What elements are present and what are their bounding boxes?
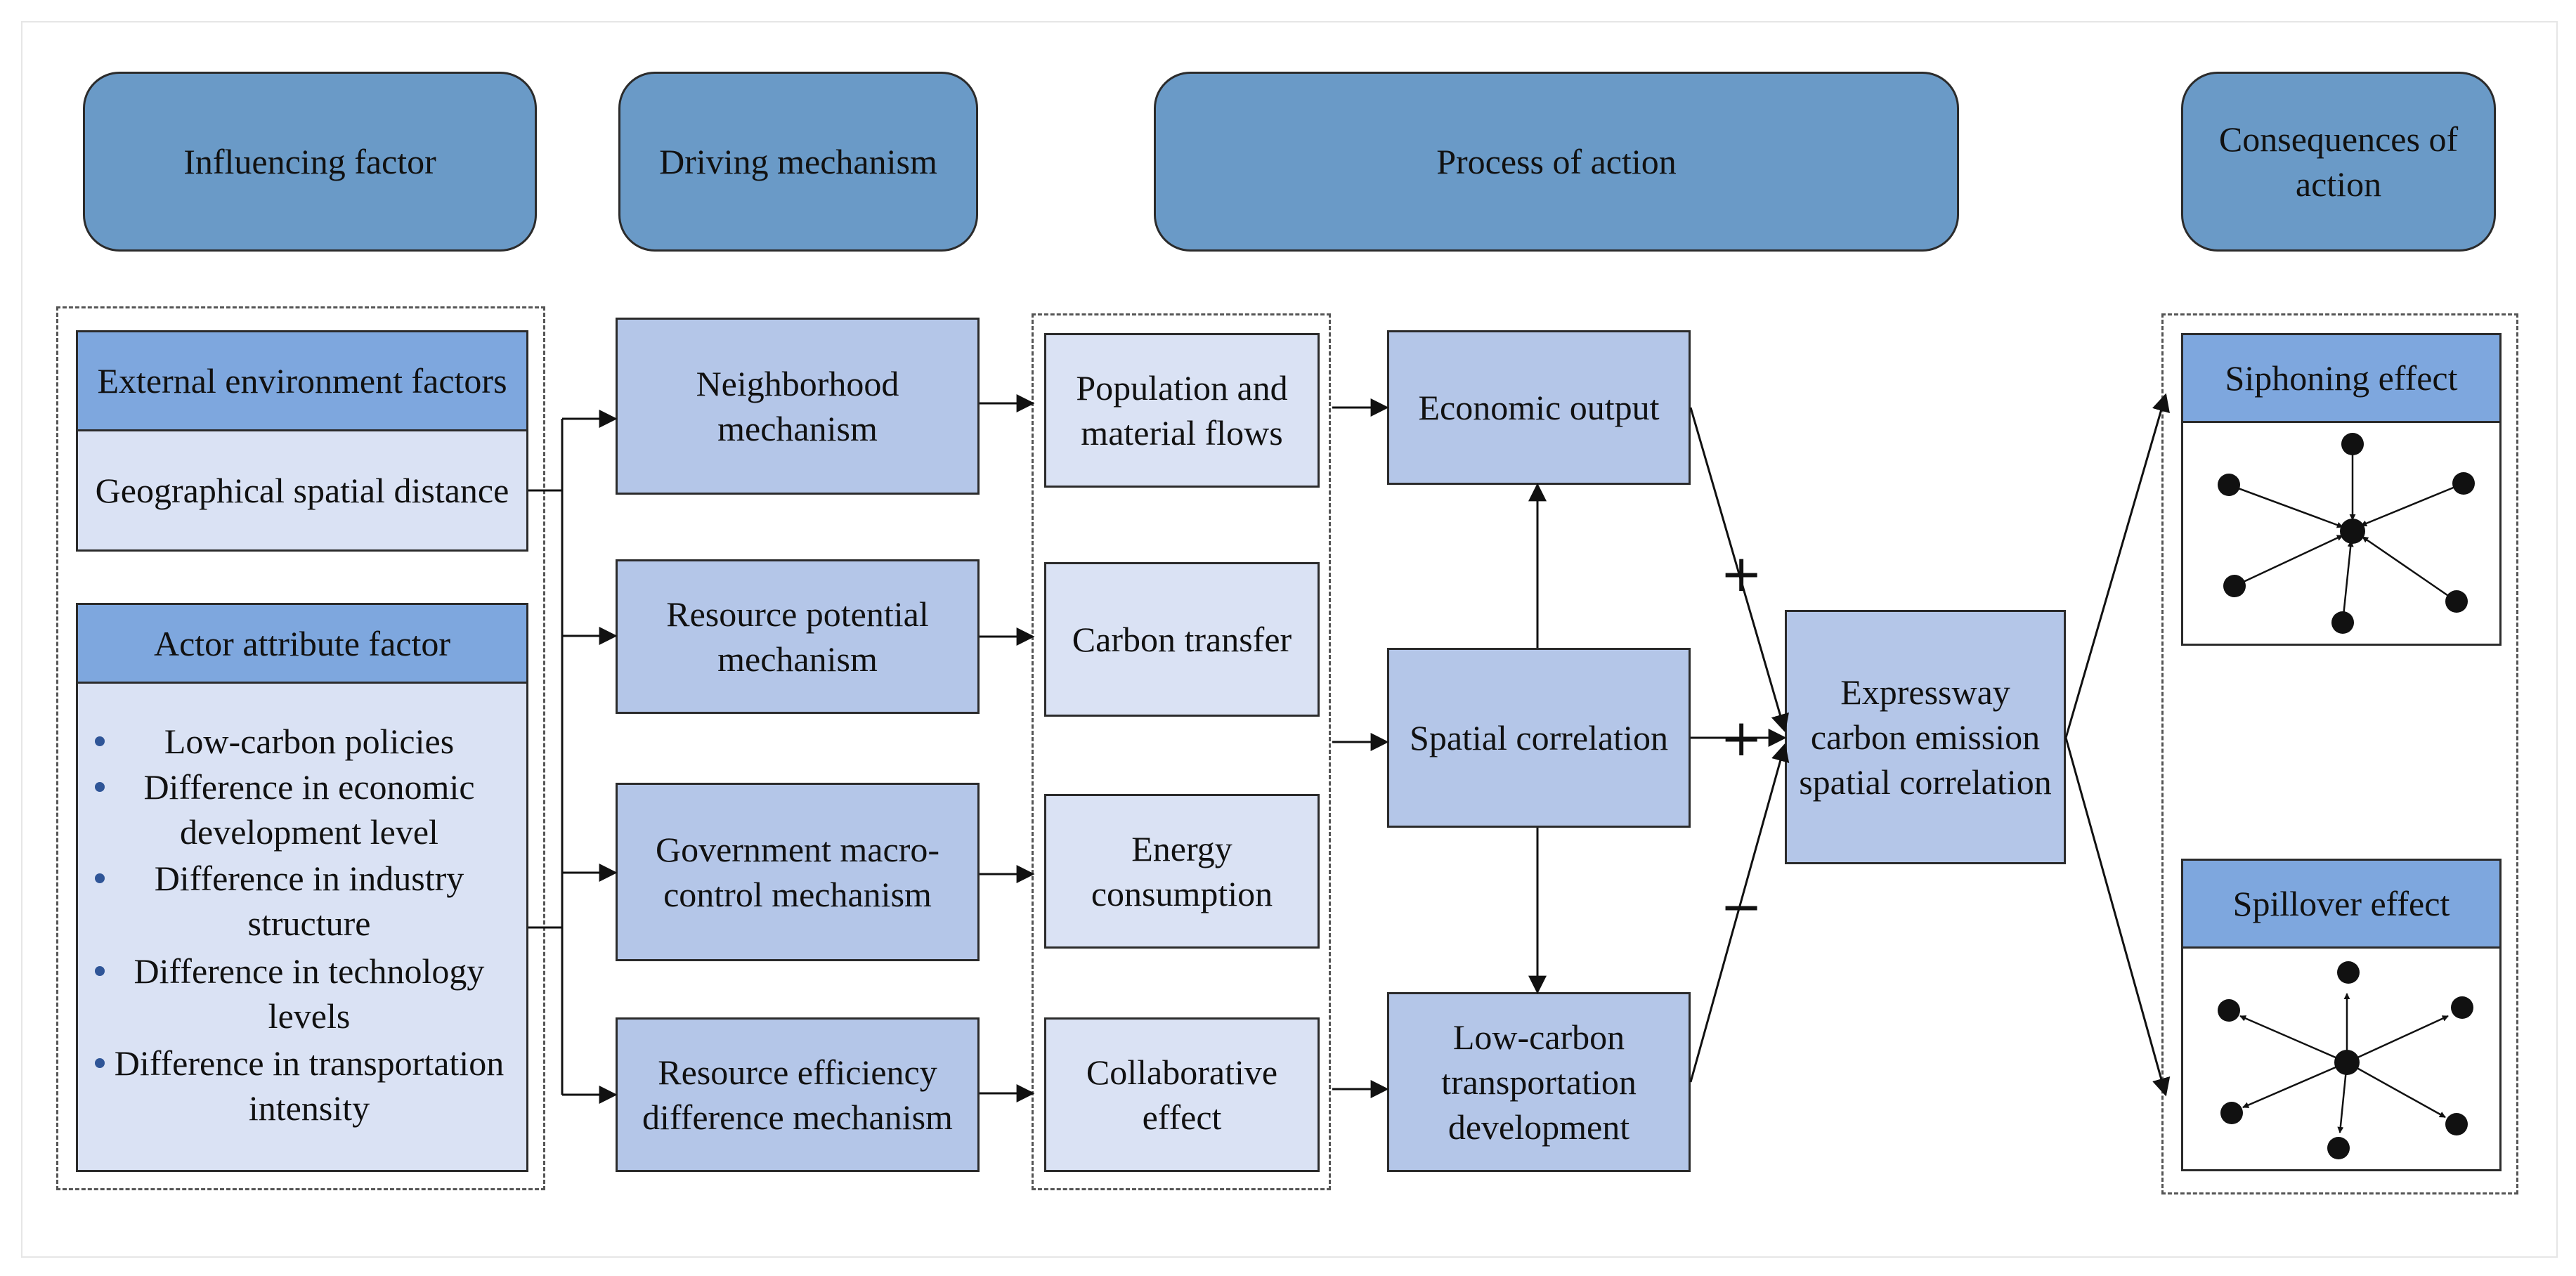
header-driving-mechanism: Driving mechanism: [618, 72, 978, 252]
mechanism-resource-potential: Resource potential mechanism: [616, 559, 980, 714]
list-item-text: Difference in technology levels: [134, 951, 485, 1036]
process-economic-output-label: Economic output: [1418, 388, 1660, 427]
spillover-effect-panel: [2181, 946, 2502, 1171]
plus-sign-spatial: +: [1720, 708, 1763, 767]
actor-attribute-title: Actor attribute factor: [76, 603, 528, 684]
siphoning-effect-label: Siphoning effect: [2225, 358, 2458, 398]
plus-sign-economic: +: [1720, 544, 1763, 603]
process-economic-output: Economic output: [1387, 330, 1691, 485]
flow-group: [1032, 313, 1331, 1190]
siphoning-effect-title: Siphoning effect: [2181, 333, 2502, 423]
mechanism-resource-potential-label: Resource potential mechanism: [666, 594, 929, 679]
process-low-carbon-transport: Low-carbon transportation development: [1387, 992, 1691, 1172]
geographical-distance-label: Geographical spatial distance: [95, 471, 509, 510]
header-consequences-of-action-label: Consequences of action: [2218, 119, 2459, 204]
external-factors-title: External environment factors: [76, 330, 528, 431]
mechanism-resource-efficiency: Resource efficiency difference mechanism: [616, 1017, 980, 1172]
diagram-frame: [21, 21, 2558, 1258]
list-item-text: Low-carbon policies: [164, 722, 455, 761]
actor-attribute-title-label: Actor attribute factor: [153, 624, 451, 663]
siphoning-effect-panel: [2181, 421, 2502, 646]
bullet-icon: [95, 1058, 105, 1068]
factor-group: [56, 306, 545, 1190]
flow-population-material-label: Population and material flows: [1076, 368, 1288, 453]
header-influencing-factor: Influencing factor: [83, 72, 537, 252]
list-item-text: Difference in economic development level: [143, 767, 475, 852]
external-factors-title-label: External environment factors: [97, 361, 507, 401]
list-item: Difference in technology levels: [78, 949, 526, 1039]
mechanism-government-macro-control: Government macro-control mechanism: [616, 783, 980, 961]
flow-carbon-transfer: Carbon transfer: [1044, 562, 1320, 717]
list-item: Difference in transportation intensity: [78, 1041, 526, 1131]
header-influencing-factor-label: Influencing factor: [183, 142, 436, 181]
result-label: Expressway carbon emission spatial corre…: [1799, 672, 2052, 802]
mechanism-government-label: Government macro-control mechanism: [655, 830, 939, 914]
header-process-of-action: Process of action: [1154, 72, 1959, 252]
list-item: Difference in industry structure: [78, 856, 526, 946]
list-item: Low-carbon policies: [78, 719, 526, 764]
spillover-effect-label: Spillover effect: [2232, 884, 2450, 923]
mechanism-neighborhood-label: Neighborhood mechanism: [696, 364, 899, 448]
mechanism-resource-efficiency-label: Resource efficiency difference mechanism: [642, 1053, 953, 1137]
bullet-icon: [95, 736, 105, 746]
actor-attribute-list: Low-carbon policies Difference in econom…: [76, 682, 528, 1172]
mechanism-neighborhood: Neighborhood mechanism: [616, 318, 980, 495]
process-spatial-correlation: Spatial correlation: [1387, 648, 1691, 828]
list-item-text: Difference in transportation intensity: [114, 1043, 505, 1128]
header-consequences-of-action: Consequences of action: [2181, 72, 2496, 252]
flow-collaborative-effect: Collaborative effect: [1044, 1017, 1320, 1172]
spillover-effect-title: Spillover effect: [2181, 859, 2502, 949]
bullet-icon: [95, 873, 105, 883]
flow-energy-consumption-label: Energy consumption: [1091, 829, 1273, 913]
minus-sign-low-carbon: −: [1720, 877, 1763, 936]
header-process-of-action-label: Process of action: [1436, 142, 1677, 181]
bullet-icon: [95, 782, 105, 792]
flow-energy-consumption: Energy consumption: [1044, 794, 1320, 949]
flow-collaborative-effect-label: Collaborative effect: [1086, 1053, 1278, 1137]
geographical-distance-box: Geographical spatial distance: [76, 429, 528, 552]
result-expressway-carbon-correlation: Expressway carbon emission spatial corre…: [1785, 610, 2066, 864]
process-low-carbon-label: Low-carbon transportation development: [1441, 1017, 1637, 1147]
process-spatial-correlation-label: Spatial correlation: [1410, 718, 1668, 757]
flow-carbon-transfer-label: Carbon transfer: [1072, 620, 1292, 659]
list-item-text: Difference in industry structure: [154, 859, 464, 943]
header-driving-mechanism-label: Driving mechanism: [659, 142, 937, 181]
bullet-icon: [95, 966, 105, 976]
list-item: Difference in economic development level: [78, 764, 526, 854]
flow-population-material: Population and material flows: [1044, 333, 1320, 488]
